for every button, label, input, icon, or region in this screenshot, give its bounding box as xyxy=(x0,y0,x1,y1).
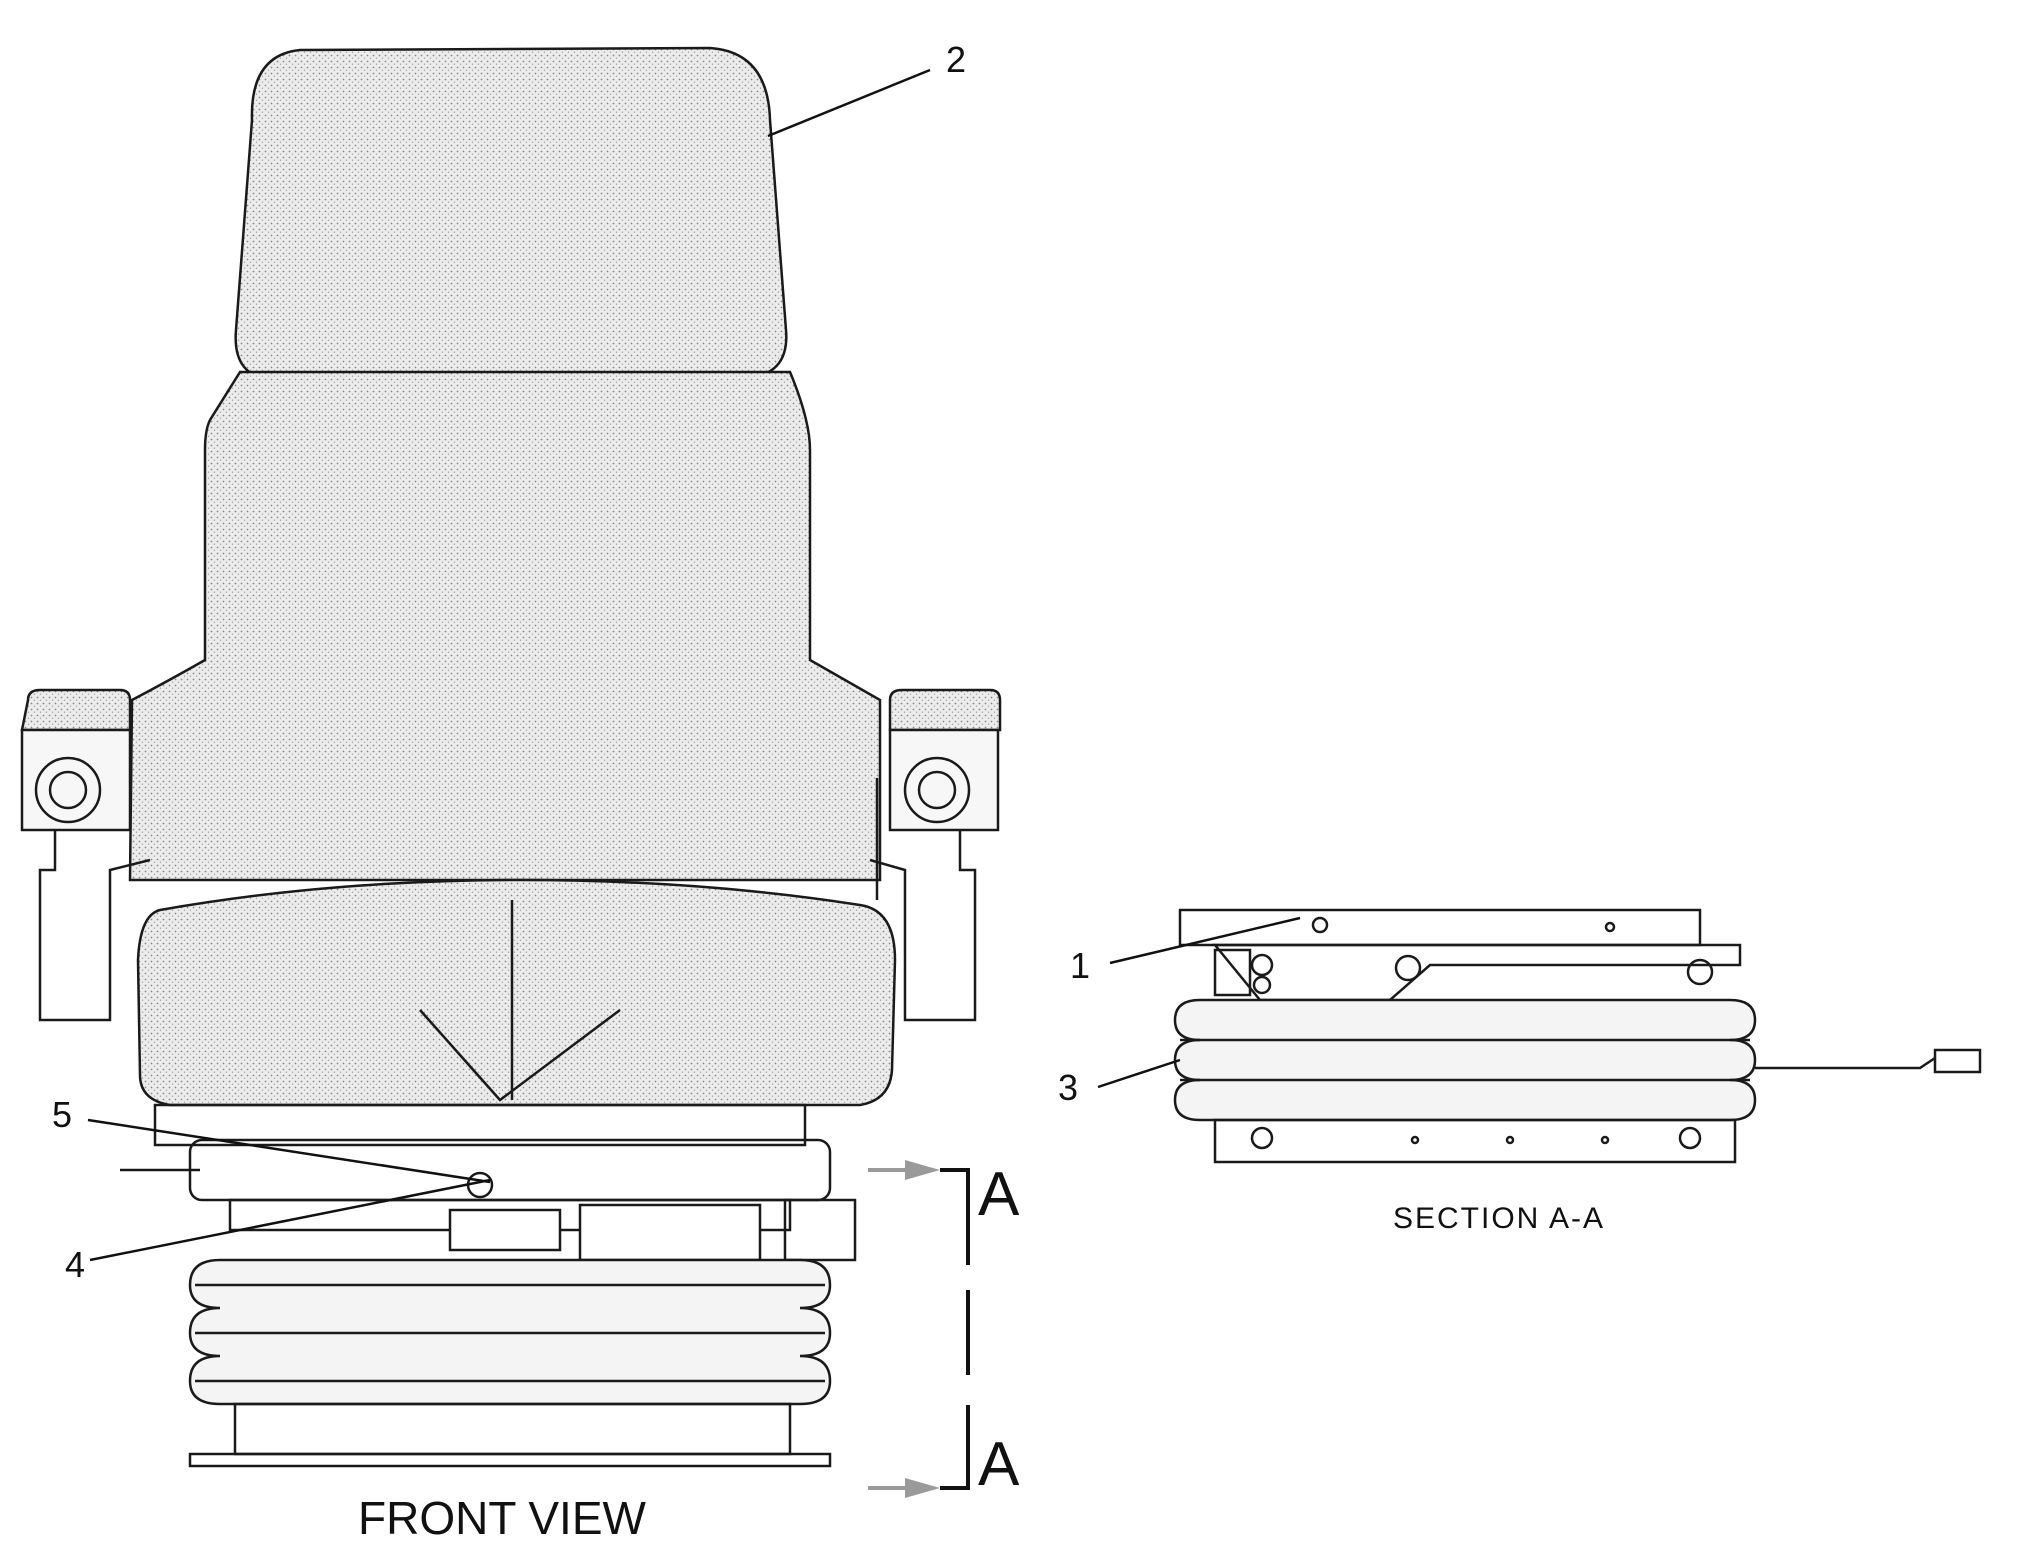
section-arrow-top xyxy=(905,1160,940,1180)
suspension-bellows xyxy=(188,1258,832,1406)
section-mark-bottom: A xyxy=(978,1430,1020,1499)
seat-mechanism xyxy=(120,1103,857,1262)
section-view-drawing xyxy=(1173,908,1982,1164)
left-armrest xyxy=(20,688,132,832)
seat-cushion xyxy=(136,878,897,1107)
headrest xyxy=(234,46,788,382)
callout-4: 4 xyxy=(65,1244,85,1285)
front-view-drawing xyxy=(20,46,1002,1468)
leader-lines xyxy=(87,68,1301,1262)
section-mark-top: A xyxy=(978,1160,1020,1229)
callout-2: 2 xyxy=(946,39,966,80)
backrest xyxy=(128,370,882,882)
wire-harness xyxy=(1755,1056,1936,1070)
section-cut-line xyxy=(868,1160,970,1498)
section-view-label: SECTION A-A xyxy=(1393,1202,1605,1235)
seat-base xyxy=(188,1402,832,1468)
callout-3: 3 xyxy=(1058,1067,1078,1108)
callout-1: 1 xyxy=(1070,945,1090,986)
right-side-support xyxy=(869,830,977,1022)
right-armrest xyxy=(875,688,1002,900)
section-bellows xyxy=(1173,998,1757,1122)
section-arrow-bottom xyxy=(905,1478,940,1498)
front-view-label: FRONT VIEW xyxy=(358,1492,647,1544)
callout-5: 5 xyxy=(52,1094,72,1135)
left-side-support xyxy=(38,830,151,1022)
